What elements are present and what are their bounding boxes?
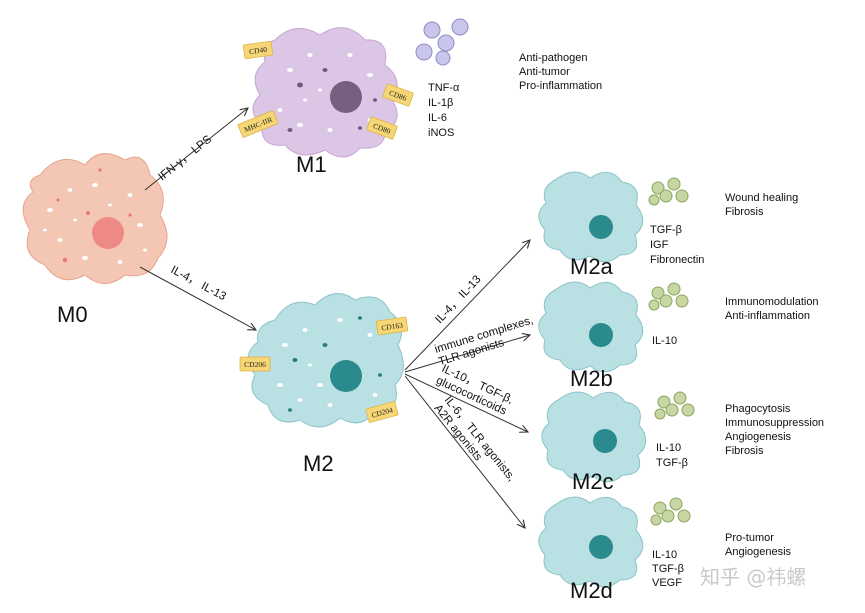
m2c-function-list: Phagocytosis Immunosuppression Angiogene…: [725, 403, 824, 457]
m2b-cell: [538, 281, 689, 373]
m2c-function-immunosuppression: Immunosuppression: [725, 417, 824, 429]
m1-function-list: Anti-pathogen Anti-tumor Pro-inflammatio…: [519, 52, 602, 92]
m2d-label: M2d: [570, 578, 613, 603]
m1-function-anti-tumor: Anti-tumor: [519, 66, 570, 78]
m2c-function-angiogenesis: Angiogenesis: [725, 431, 792, 443]
m1-cytokine-inos: iNOS: [428, 127, 454, 139]
m2b-cytokine-il10: IL-10: [652, 335, 677, 347]
m2d-cell: [538, 496, 691, 588]
m2a-function-list: Wound healing Fibrosis: [725, 192, 798, 218]
m0-label: M0: [57, 302, 88, 327]
m2-cell: CD163 CD206 CD204: [239, 293, 409, 428]
m2b-label: M2b: [570, 366, 613, 391]
m2-receptor-cd206: CD206: [244, 360, 266, 369]
m2b-function-anti-inflammation: Anti-inflammation: [725, 310, 810, 322]
m0-dots: [56, 168, 132, 263]
m1-nucleus: [330, 81, 362, 113]
m2a-cytokine-list: TGF-β IGF Fibronectin: [650, 224, 704, 266]
m2d-function-angiogenesis: Angiogenesis: [725, 546, 792, 558]
m2a-cell: [538, 171, 689, 263]
m2d-cytokine-list: IL-10 TGF-β VEGF: [652, 549, 684, 589]
m2b-cell-body: [538, 281, 644, 373]
m2c-vesicles: [654, 391, 695, 420]
arrow-m2-label: IL-4， IL-13: [169, 264, 228, 303]
m2c-cell: [541, 391, 695, 483]
m0-granules: [43, 183, 147, 264]
m2d-cytokine-il10: IL-10: [652, 549, 677, 561]
m1-cytokine-tnf: TNF-α: [428, 82, 460, 94]
m1-receptor-cd40: CD40: [249, 45, 268, 56]
m0-cell: [22, 153, 168, 284]
m2d-cytokine-vegf: VEGF: [652, 577, 682, 589]
arrow-m2a-label: IL-4， IL-13: [433, 273, 483, 326]
m2-dots: [288, 316, 382, 412]
arrow-m0-to-m2: IL-4， IL-13: [139, 264, 256, 330]
m1-vesicles: [415, 18, 469, 66]
m2a-cytokine-fibronectin: Fibronectin: [650, 254, 704, 266]
m2d-function-list: Pro-tumor Angiogenesis: [725, 532, 792, 558]
m1-cytokine-il1b: IL-1β: [428, 97, 453, 109]
m2a-nucleus: [589, 215, 613, 239]
m2-granules: [277, 318, 378, 407]
m1-cell: CD40 CD86 CD80 MHC-IIR: [237, 18, 469, 158]
m0-nucleus: [92, 217, 124, 249]
m2-receptor-cd163: CD163: [381, 320, 404, 332]
m2a-cell-body: [538, 171, 644, 263]
arrow-m2-to-m2b: immune complexes, TLR agonists: [404, 314, 535, 373]
m2-nucleus: [330, 360, 362, 392]
m2c-cytokine-il10: IL-10: [656, 442, 681, 454]
m1-cytokine-il6: IL-6: [428, 112, 447, 124]
m2a-label: M2a: [570, 254, 614, 279]
m1-cytokine-list: TNF-α IL-1β IL-6 iNOS: [428, 82, 460, 139]
m2b-function-list: Immunomodulation Anti-inflammation: [725, 296, 819, 322]
m2c-function-fibrosis: Fibrosis: [725, 445, 764, 457]
m1-cell-body: [252, 27, 398, 158]
m2a-vesicles: [648, 177, 689, 206]
m1-function-anti-pathogen: Anti-pathogen: [519, 52, 588, 64]
m2d-cytokine-tgfb: TGF-β: [652, 563, 684, 575]
m2b-function-immunomodulation: Immunomodulation: [725, 296, 819, 308]
m2d-vesicles: [650, 497, 691, 526]
m2a-cytokine-tgfb: TGF-β: [650, 224, 682, 236]
watermark: 知乎 @祎螺: [700, 565, 806, 589]
arrow-m1-label: IFN-γ， LPS: [156, 133, 214, 183]
m2a-function-fibrosis: Fibrosis: [725, 206, 764, 218]
m1-function-pro-inflammation: Pro-inflammation: [519, 80, 602, 92]
m2-receptors: CD163 CD206 CD204: [239, 316, 409, 423]
arrow-m0-to-m1: IFN-γ， LPS: [144, 108, 248, 191]
m1-dots: [287, 68, 377, 132]
m2b-nucleus: [589, 323, 613, 347]
m2c-nucleus: [593, 429, 617, 453]
m0-cell-body: [22, 153, 168, 284]
m1-receptors: CD40 CD86 CD80 MHC-IIR: [237, 40, 414, 140]
m1-label: M1: [296, 152, 327, 177]
m2c-cytokine-list: IL-10 TGF-β: [656, 442, 688, 469]
m2d-nucleus: [589, 535, 613, 559]
m2c-label: M2c: [572, 469, 614, 494]
m2a-cytokine-igf: IGF: [650, 239, 669, 251]
m2d-function-pro-tumor: Pro-tumor: [725, 532, 774, 544]
m2-label: M2: [303, 451, 334, 476]
m2b-vesicles: [648, 282, 689, 311]
m2c-cytokine-tgfb: TGF-β: [656, 457, 688, 469]
m2a-function-wound-healing: Wound healing: [725, 192, 798, 204]
m2c-function-phagocytosis: Phagocytosis: [725, 403, 791, 415]
